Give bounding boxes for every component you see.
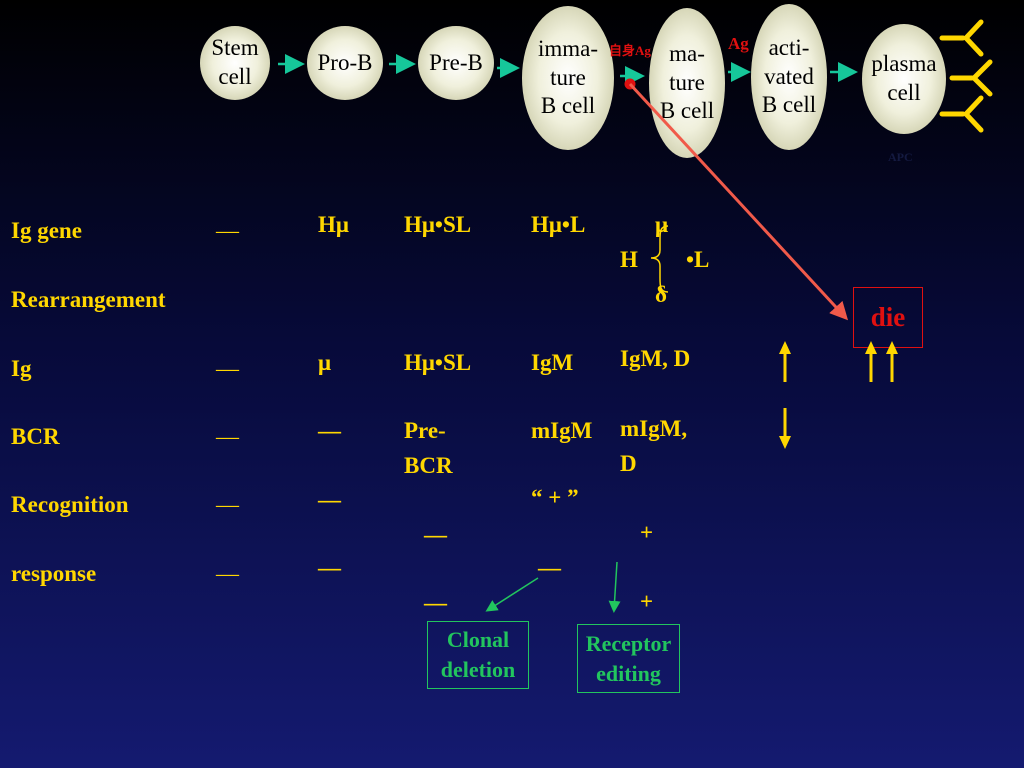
immature-recognition: “ + ” (531, 485, 579, 510)
prob-ig-gene: Hμ (318, 212, 349, 237)
antibody-icon (939, 19, 984, 57)
stem-recognition: — (216, 492, 239, 517)
prob-response: — (318, 555, 341, 580)
stem-response: — (216, 561, 239, 586)
row-label-ig: Ig (11, 356, 32, 381)
outcome-arrows (485, 561, 621, 613)
mature-gene-delta: δ (655, 282, 667, 307)
immature-bcr: mIgM (531, 418, 593, 443)
development-arrows (278, 54, 858, 86)
die-box: die (853, 287, 923, 348)
row-label-response: response (11, 561, 97, 586)
stem-ig: — (216, 356, 239, 381)
prob-ig: μ (318, 350, 332, 375)
self-antigen-label: 自身Ag (609, 43, 651, 58)
mature-bcr: mIgM, D (620, 416, 688, 476)
prob-recognition: — (318, 487, 341, 512)
row-label-recognition: Recognition (11, 492, 129, 517)
preb-recognition: — (424, 522, 447, 547)
mature-gene-l: •L (686, 247, 710, 272)
mature-response: + (640, 589, 654, 614)
pro-b-cell: Pro-B (307, 26, 383, 100)
row-label-bcr: BCR (11, 424, 60, 449)
mature-recognition: + (640, 520, 654, 545)
antibody-icon (949, 59, 993, 97)
clonal-deletion-box: Clonal deletion (427, 621, 529, 689)
activated-b-cell: acti- vated B cell (751, 4, 827, 150)
stem-ig-gene: — (216, 218, 239, 243)
antibody-icon (939, 95, 984, 133)
stem-cell: Stem cell (200, 26, 270, 100)
signal-arrows (779, 341, 898, 449)
preb-response: — (424, 590, 447, 615)
death-arrow (624, 78, 849, 321)
antigen-label: Ag (728, 34, 749, 53)
mature-b-cell: ma- ture B cell (649, 8, 725, 158)
mature-gene-h: H (620, 247, 638, 272)
immature-response: — (538, 555, 561, 580)
plasma-cell: plasma cell (862, 24, 946, 134)
antibody-icons (939, 19, 993, 133)
preb-ig: Hμ•SL (404, 350, 472, 375)
gene-brace (650, 225, 669, 293)
immature-b-cell: imma- ture B cell (522, 6, 614, 150)
row-label-rearrangement: Rearrangement (11, 287, 166, 312)
row-label-ig-gene: Ig gene (11, 218, 82, 243)
immature-ig: IgM (531, 350, 574, 375)
receptor-editing-box: Receptor editing (577, 624, 680, 693)
preb-ig-gene: Hμ•SL (404, 212, 472, 237)
mature-gene-mu: μ (655, 212, 669, 237)
prob-bcr: — (318, 418, 341, 443)
apc-label: APC (888, 150, 913, 164)
mature-ig: IgM, D (620, 346, 691, 371)
preb-bcr: Pre- BCR (404, 418, 453, 478)
pre-b-cell: Pre-B (418, 26, 494, 100)
immature-ig-gene: Hμ•L (531, 212, 586, 237)
stem-bcr: — (216, 424, 239, 449)
